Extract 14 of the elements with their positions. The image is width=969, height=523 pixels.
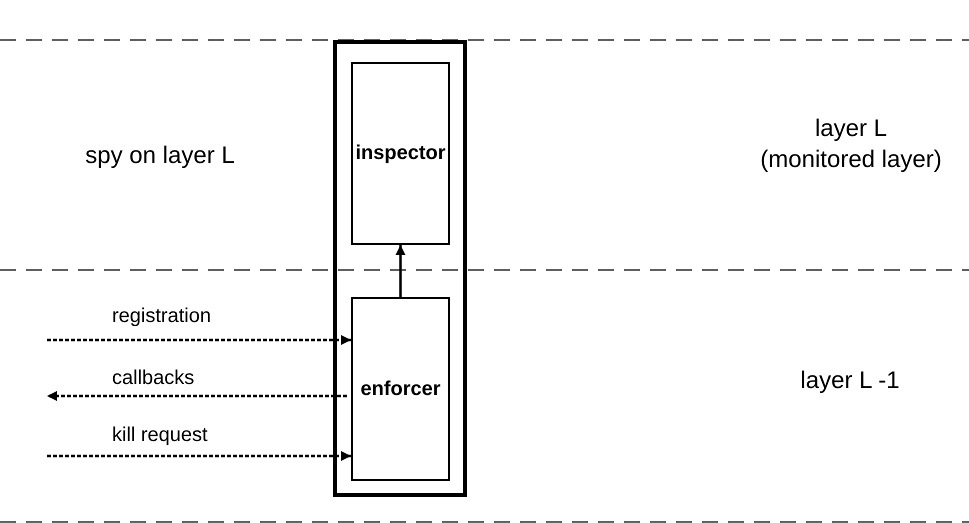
container-box (333, 40, 467, 497)
component-box (351, 62, 450, 245)
edge-label: registration (110, 305, 213, 328)
layer-label: spy on layer L (84, 141, 236, 171)
arrow (47, 391, 347, 401)
component-name: enforcer (360, 378, 441, 400)
edge-label: kill request (110, 424, 210, 447)
arrow (47, 451, 351, 461)
arrow (47, 335, 351, 345)
arrow (396, 245, 406, 297)
layer-label: layer L -1 (799, 366, 901, 396)
component-box (351, 297, 450, 481)
layer-label: layer L (monitored layer) (759, 114, 943, 176)
component-name: inspector (355, 142, 446, 165)
